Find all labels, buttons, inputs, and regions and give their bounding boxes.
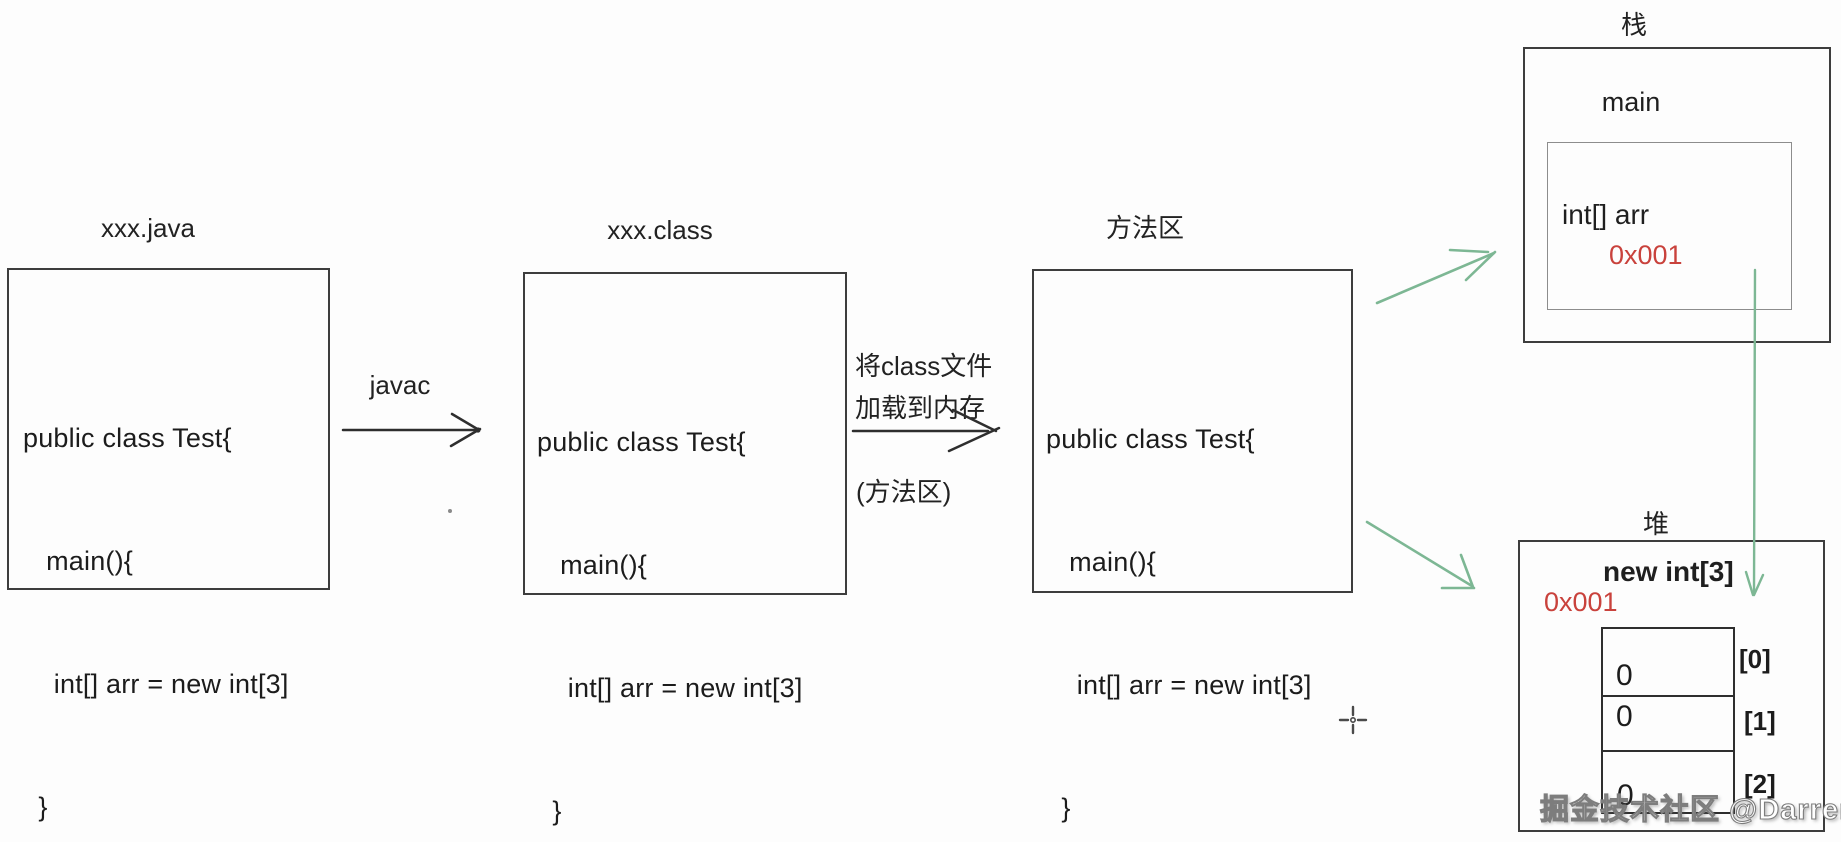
- code-line: }: [23, 792, 48, 822]
- class-file-title: xxx.class: [607, 215, 713, 245]
- stack-frame-box: [1547, 142, 1792, 310]
- heap-object-label: new int[3]: [1603, 556, 1734, 587]
- array-cell-divider: [1601, 750, 1735, 752]
- class-file-box: [523, 272, 847, 595]
- array-index-1: [1]: [1744, 706, 1776, 736]
- method-area-code: public class Test{ main(){ int[] arr = n…: [1046, 337, 1312, 842]
- method-area-title: 方法区: [1105, 213, 1184, 243]
- load-arrow-note: (方法区): [856, 477, 952, 507]
- array-cell-divider: [1601, 695, 1735, 697]
- code-line: int[] arr = new int[3]: [537, 673, 803, 703]
- javac-arrow: [341, 412, 482, 448]
- load-arrow-label-line2: 加载到内存: [855, 393, 986, 423]
- code-line: public class Test{: [537, 427, 746, 457]
- source-file-code: public class Test{ main(){ int[] arr = n…: [23, 336, 289, 842]
- code-line: public class Test{: [23, 423, 232, 453]
- source-file-box: [7, 268, 330, 590]
- method-area-box: [1032, 269, 1353, 593]
- code-line: }: [537, 796, 562, 826]
- array-index-2: [2]: [1744, 769, 1776, 799]
- javac-arrow-label: javac: [369, 370, 431, 400]
- heap-box: [1518, 540, 1825, 832]
- code-line: }: [1046, 793, 1071, 823]
- stack-box: [1523, 47, 1831, 343]
- code-line: main(){: [537, 550, 648, 580]
- stray-dot: [448, 509, 452, 513]
- stack-title: 栈: [1620, 10, 1647, 40]
- heap-title: 堆: [1642, 509, 1669, 539]
- stack-variable-value: 0x001: [1609, 240, 1683, 270]
- stack-variable-label: int[] arr: [1562, 199, 1650, 230]
- method-area-to-stack-arrow: [1375, 248, 1497, 305]
- array-cell-value-1: 0: [1616, 700, 1633, 733]
- code-line: main(){: [1046, 547, 1157, 577]
- code-line: int[] arr = new int[3]: [1046, 670, 1312, 700]
- stack-frame-label: main: [1601, 87, 1661, 117]
- array-cell-value-0: 0: [1616, 659, 1633, 692]
- method-area-to-heap-arrow: [1365, 520, 1476, 590]
- heap-object-address: 0x001: [1544, 587, 1618, 617]
- watermark: 掘金技术社区 @Darren: [1539, 793, 1841, 826]
- load-arrow-label-line1: 将class文件: [855, 351, 993, 381]
- code-line: main(){: [23, 546, 134, 576]
- source-file-title: xxx.java: [101, 213, 195, 243]
- code-line: public class Test{: [1046, 424, 1255, 454]
- crosshair-cursor: [1338, 705, 1368, 735]
- heap-array-box: [1601, 627, 1735, 814]
- code-line: int[] arr = new int[3]: [23, 669, 289, 699]
- array-index-0: [0]: [1739, 644, 1771, 674]
- array-cell-value-2: 0: [1617, 779, 1634, 812]
- class-file-code: public class Test{ main(){ int[] arr = n…: [537, 340, 803, 842]
